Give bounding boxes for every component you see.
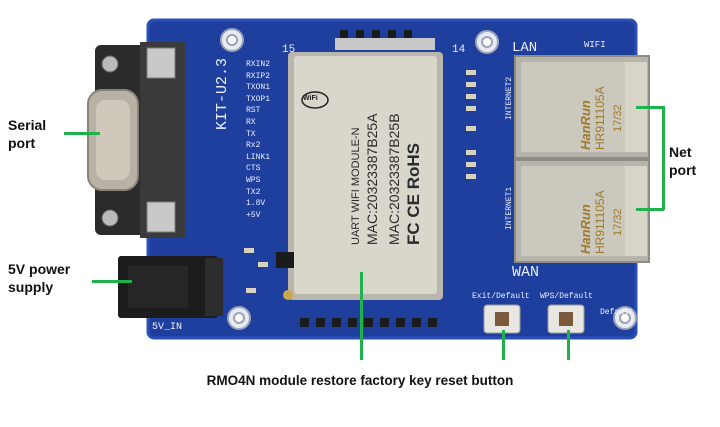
- jack1-code: 17/32: [612, 104, 624, 132]
- module-name: UART WIFI MODULE-N: [350, 127, 362, 245]
- rj45-jack-top: [514, 55, 650, 159]
- reset-button-exit: [483, 304, 521, 334]
- wifi-module: [288, 38, 443, 300]
- internet2-label: INTERNET2: [505, 76, 514, 120]
- pin-label: RXIN2: [246, 60, 271, 69]
- power-leader-line: [92, 280, 132, 283]
- net-leader-vertical: [662, 106, 665, 210]
- wifi-badge: WiFi: [303, 95, 318, 102]
- antenna-connector: [283, 290, 293, 300]
- net-leader-bottom: [636, 208, 664, 211]
- wps-button-leader-line: [567, 330, 570, 360]
- pin-15-label: 15: [282, 44, 296, 56]
- lan-label: LAN: [512, 40, 538, 56]
- pin-label: 1.8V: [246, 199, 266, 209]
- default-label: Default: [600, 308, 634, 317]
- pin-label: TXOP1: [246, 94, 271, 104]
- bottom-caption: RMO4N module restore factory key reset b…: [206, 373, 514, 388]
- jack2-brand: HanRun: [578, 204, 593, 254]
- pin-label: Rx2: [246, 141, 261, 151]
- pin-label: RST: [246, 106, 261, 116]
- power-jack: [118, 256, 223, 318]
- net-leader-top: [636, 106, 664, 109]
- certification-marks: FC CE RoHS: [404, 143, 423, 245]
- wifi-silk-label: WIFI: [584, 40, 606, 50]
- smd-components: [244, 70, 476, 293]
- jack1-brand: HanRun: [578, 100, 593, 150]
- pin-label: RX: [246, 118, 256, 127]
- serial-connector: [87, 42, 185, 238]
- exit-button-leader-line: [502, 330, 505, 360]
- power-in-label: 5V_IN: [152, 322, 183, 333]
- mac-address-2: MAC:20323387B25B: [386, 113, 402, 245]
- wan-label: WAN: [512, 264, 540, 281]
- pin-label: TX2: [246, 187, 261, 197]
- pin-label: CTS: [246, 164, 261, 174]
- module-leader-line: [360, 272, 363, 360]
- pin-14-label: 14: [452, 44, 466, 56]
- serial-leader-line: [64, 132, 100, 135]
- rj45-jack-bottom: [514, 159, 650, 263]
- mac-address-1: MAC:20323387B25A: [364, 113, 380, 245]
- jack1-part: HR911105A: [593, 86, 607, 150]
- pin-label: TX: [246, 129, 256, 139]
- header-pins-top: [340, 30, 412, 38]
- mounting-holes: [220, 28, 637, 330]
- pin-label: TXON1: [246, 83, 271, 93]
- exit-default-label: Exit/Default: [472, 292, 530, 301]
- regulator-chip: [276, 252, 294, 268]
- wps-default-label: WPS/Default: [540, 292, 593, 301]
- pin-label: +5V: [246, 210, 261, 220]
- jack2-code: 17/32: [612, 208, 624, 236]
- pin-label: WPS: [246, 176, 261, 185]
- internet1-label: INTERNET1: [505, 186, 514, 230]
- pin-label: LINK1: [246, 152, 271, 162]
- header-pins-bottom: [300, 318, 437, 327]
- pin-label: RXIP2: [246, 71, 271, 81]
- board-model-label: KIT-U2.3: [214, 57, 231, 130]
- reset-button-wps: [547, 304, 585, 334]
- jack2-part: HR911105A: [593, 190, 607, 254]
